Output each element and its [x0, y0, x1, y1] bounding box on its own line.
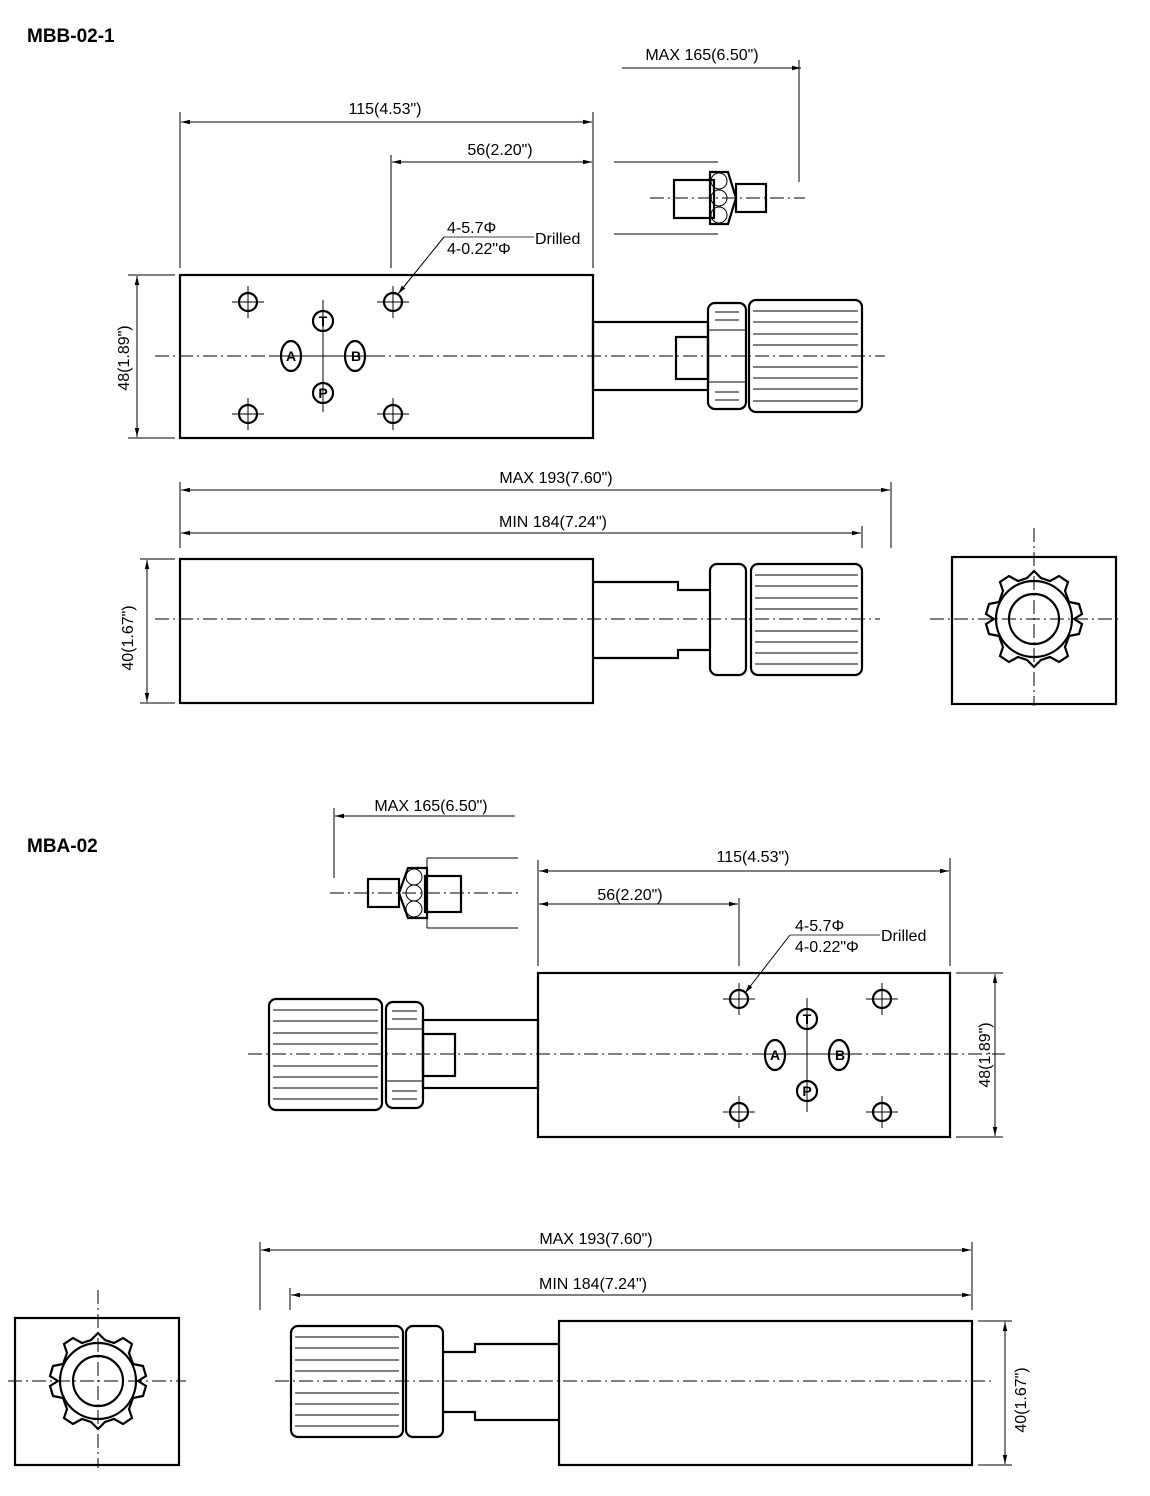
mba-side-view: 40(1.67") [275, 1319, 1030, 1467]
mba-title: MBA-02 [27, 836, 98, 857]
mbb-min184-label: MIN 184(7.24") [499, 514, 607, 531]
mbb-port-p: P [318, 385, 327, 401]
mbb-len115-label: 115(4.53") [349, 101, 422, 118]
mbb-port-t: T [319, 313, 328, 329]
mbb-detail-view: MAX 165(6.50") [614, 47, 805, 235]
mba-top-dimensions: 115(4.53") 56(2.20") 4-5.7Φ 4-0.22"Φ Dri… [537, 849, 951, 994]
mbb-height48-label: 48(1.89") [116, 325, 133, 390]
mba-min184-label: MIN 184(7.24") [539, 1276, 647, 1293]
mba-len115-label: 115(4.53") [717, 849, 790, 866]
mba-drill-mm-label: 4-5.7Φ [795, 918, 844, 935]
mba-top-view: T A B P [248, 971, 1005, 1139]
mba-len56-label: 56(2.20") [597, 887, 662, 904]
mba-section: MBA-02 MAX 165(6.50") 115(4.53") 56( [8, 798, 1030, 1468]
mba-port-b: B [835, 1047, 845, 1063]
mbb-port-a: A [286, 348, 296, 364]
mbb-length-dimensions: MAX 193(7.60") MIN 184(7.24") [179, 470, 892, 548]
mba-length-dimensions: MAX 193(7.60") MIN 184(7.24") [259, 1231, 973, 1310]
mbb-drill-mm-label: 4-5.7Φ [447, 220, 496, 237]
mba-end-body [13, 1316, 181, 1467]
mba-port-p: P [802, 1083, 811, 1099]
mba-height40-label: 40(1.67") [1013, 1367, 1030, 1432]
mba-detail-view: MAX 165(6.50") [330, 798, 520, 929]
mbb-drill-in-label: 4-0.22"Φ [447, 241, 511, 258]
mba-port-a: A [770, 1047, 780, 1063]
mbb-title: MBB-02-1 [27, 26, 115, 47]
mbb-height40-label: 40(1.67") [120, 605, 137, 670]
mbb-side-view: 40(1.67") [120, 557, 880, 705]
mba-height48-label: 48(1.89") [977, 1022, 994, 1087]
mbb-mounting-holes [232, 286, 409, 430]
mbb-max165-label: MAX 165(6.50") [645, 47, 758, 64]
mbb-end-view [930, 528, 1120, 706]
mbb-side-body [178, 557, 595, 705]
mba-side-body [557, 1319, 974, 1467]
mba-max193-label: MAX 193(7.60") [539, 1231, 652, 1248]
mba-adjust-knob [267, 997, 540, 1112]
mbb-top-dimensions: 115(4.53") 56(2.20") 4-5.7Φ 4-0.22"Φ Dri… [179, 101, 594, 295]
mba-ports: T A B P [755, 998, 860, 1112]
mba-drill-in-label: 4-0.22"Φ [795, 939, 859, 956]
mbb-ports: T A B P [270, 300, 375, 412]
mbb-section: MBB-02-1 MAX 165(6.50") 115(4.53") 56(2.… [27, 26, 1120, 706]
mba-drilled-label: Drilled [881, 928, 926, 945]
mbb-port-b: B [351, 348, 361, 364]
mbb-len56-label: 56(2.20") [467, 142, 532, 159]
mbb-top-view: T A B P [116, 273, 885, 440]
mbb-adjust-knob [591, 298, 864, 414]
mbb-drilled-label: Drilled [535, 231, 580, 248]
mbb-max193-label: MAX 193(7.60") [499, 470, 612, 487]
mba-end-view [8, 1290, 186, 1468]
mba-max165-label: MAX 165(6.50") [374, 798, 487, 815]
mba-port-t: T [803, 1011, 812, 1027]
mba-mounting-holes [723, 983, 898, 1128]
